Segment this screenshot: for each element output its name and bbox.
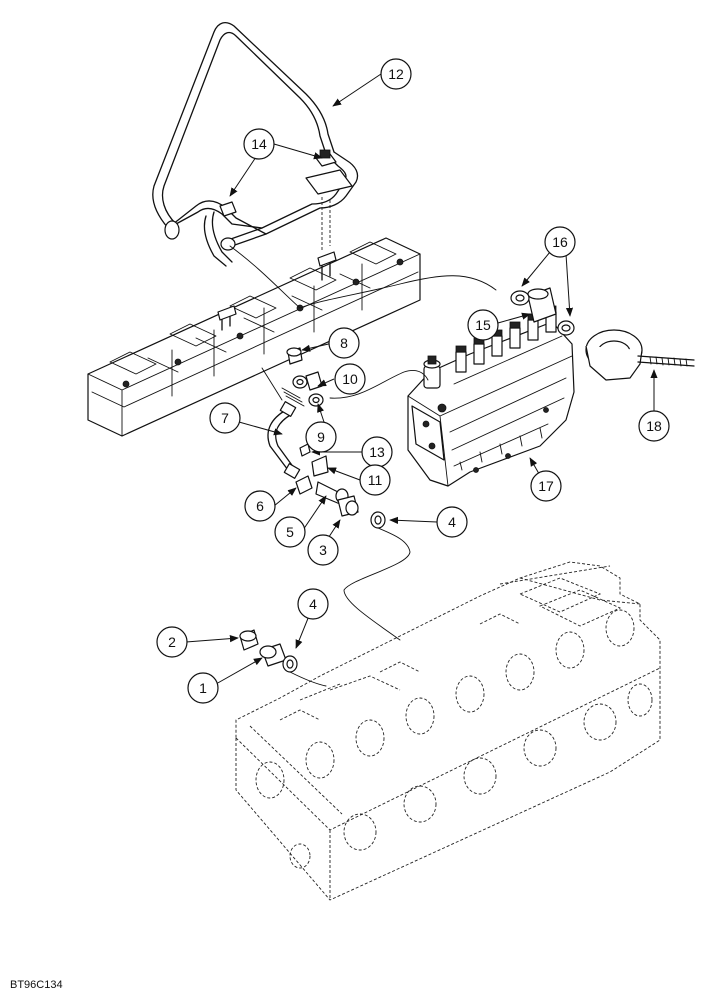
- callout-label-4-bottom: 4: [309, 596, 317, 612]
- valve-cover-assembly: [87, 196, 421, 437]
- injection-pump: [407, 305, 575, 487]
- callout-label-7: 7: [221, 410, 229, 426]
- assembly-lines: [229, 245, 497, 687]
- callout-label-5: 5: [286, 524, 294, 540]
- callout-label-14: 14: [251, 136, 267, 152]
- callout-label-12: 12: [388, 66, 404, 82]
- callout-label-11: 11: [368, 472, 383, 488]
- callouts: 12 14 16 15 18 8 10 9 7 13 11 17 6 5 3 4…: [156, 58, 670, 704]
- callout-label-9: 9: [317, 429, 325, 445]
- callout-label-13: 13: [369, 444, 385, 460]
- callout-label-6: 6: [256, 498, 264, 514]
- callout-label-8: 8: [340, 335, 348, 351]
- callout-label-3: 3: [319, 542, 327, 558]
- callout-label-2: 2: [168, 634, 176, 650]
- callout-label-15: 15: [475, 317, 491, 333]
- callout-label-1: 1: [199, 680, 207, 696]
- callout-label-10: 10: [342, 371, 358, 387]
- figure-code: BT96C134: [10, 979, 63, 991]
- parts-15-16-18: [510, 287, 695, 381]
- callout-label-4-top: 4: [448, 514, 456, 530]
- cylinder-head: [235, 561, 661, 901]
- callout-label-18: 18: [646, 418, 662, 434]
- callout-label-17: 17: [538, 478, 554, 494]
- callout-label-16: 16: [552, 234, 568, 250]
